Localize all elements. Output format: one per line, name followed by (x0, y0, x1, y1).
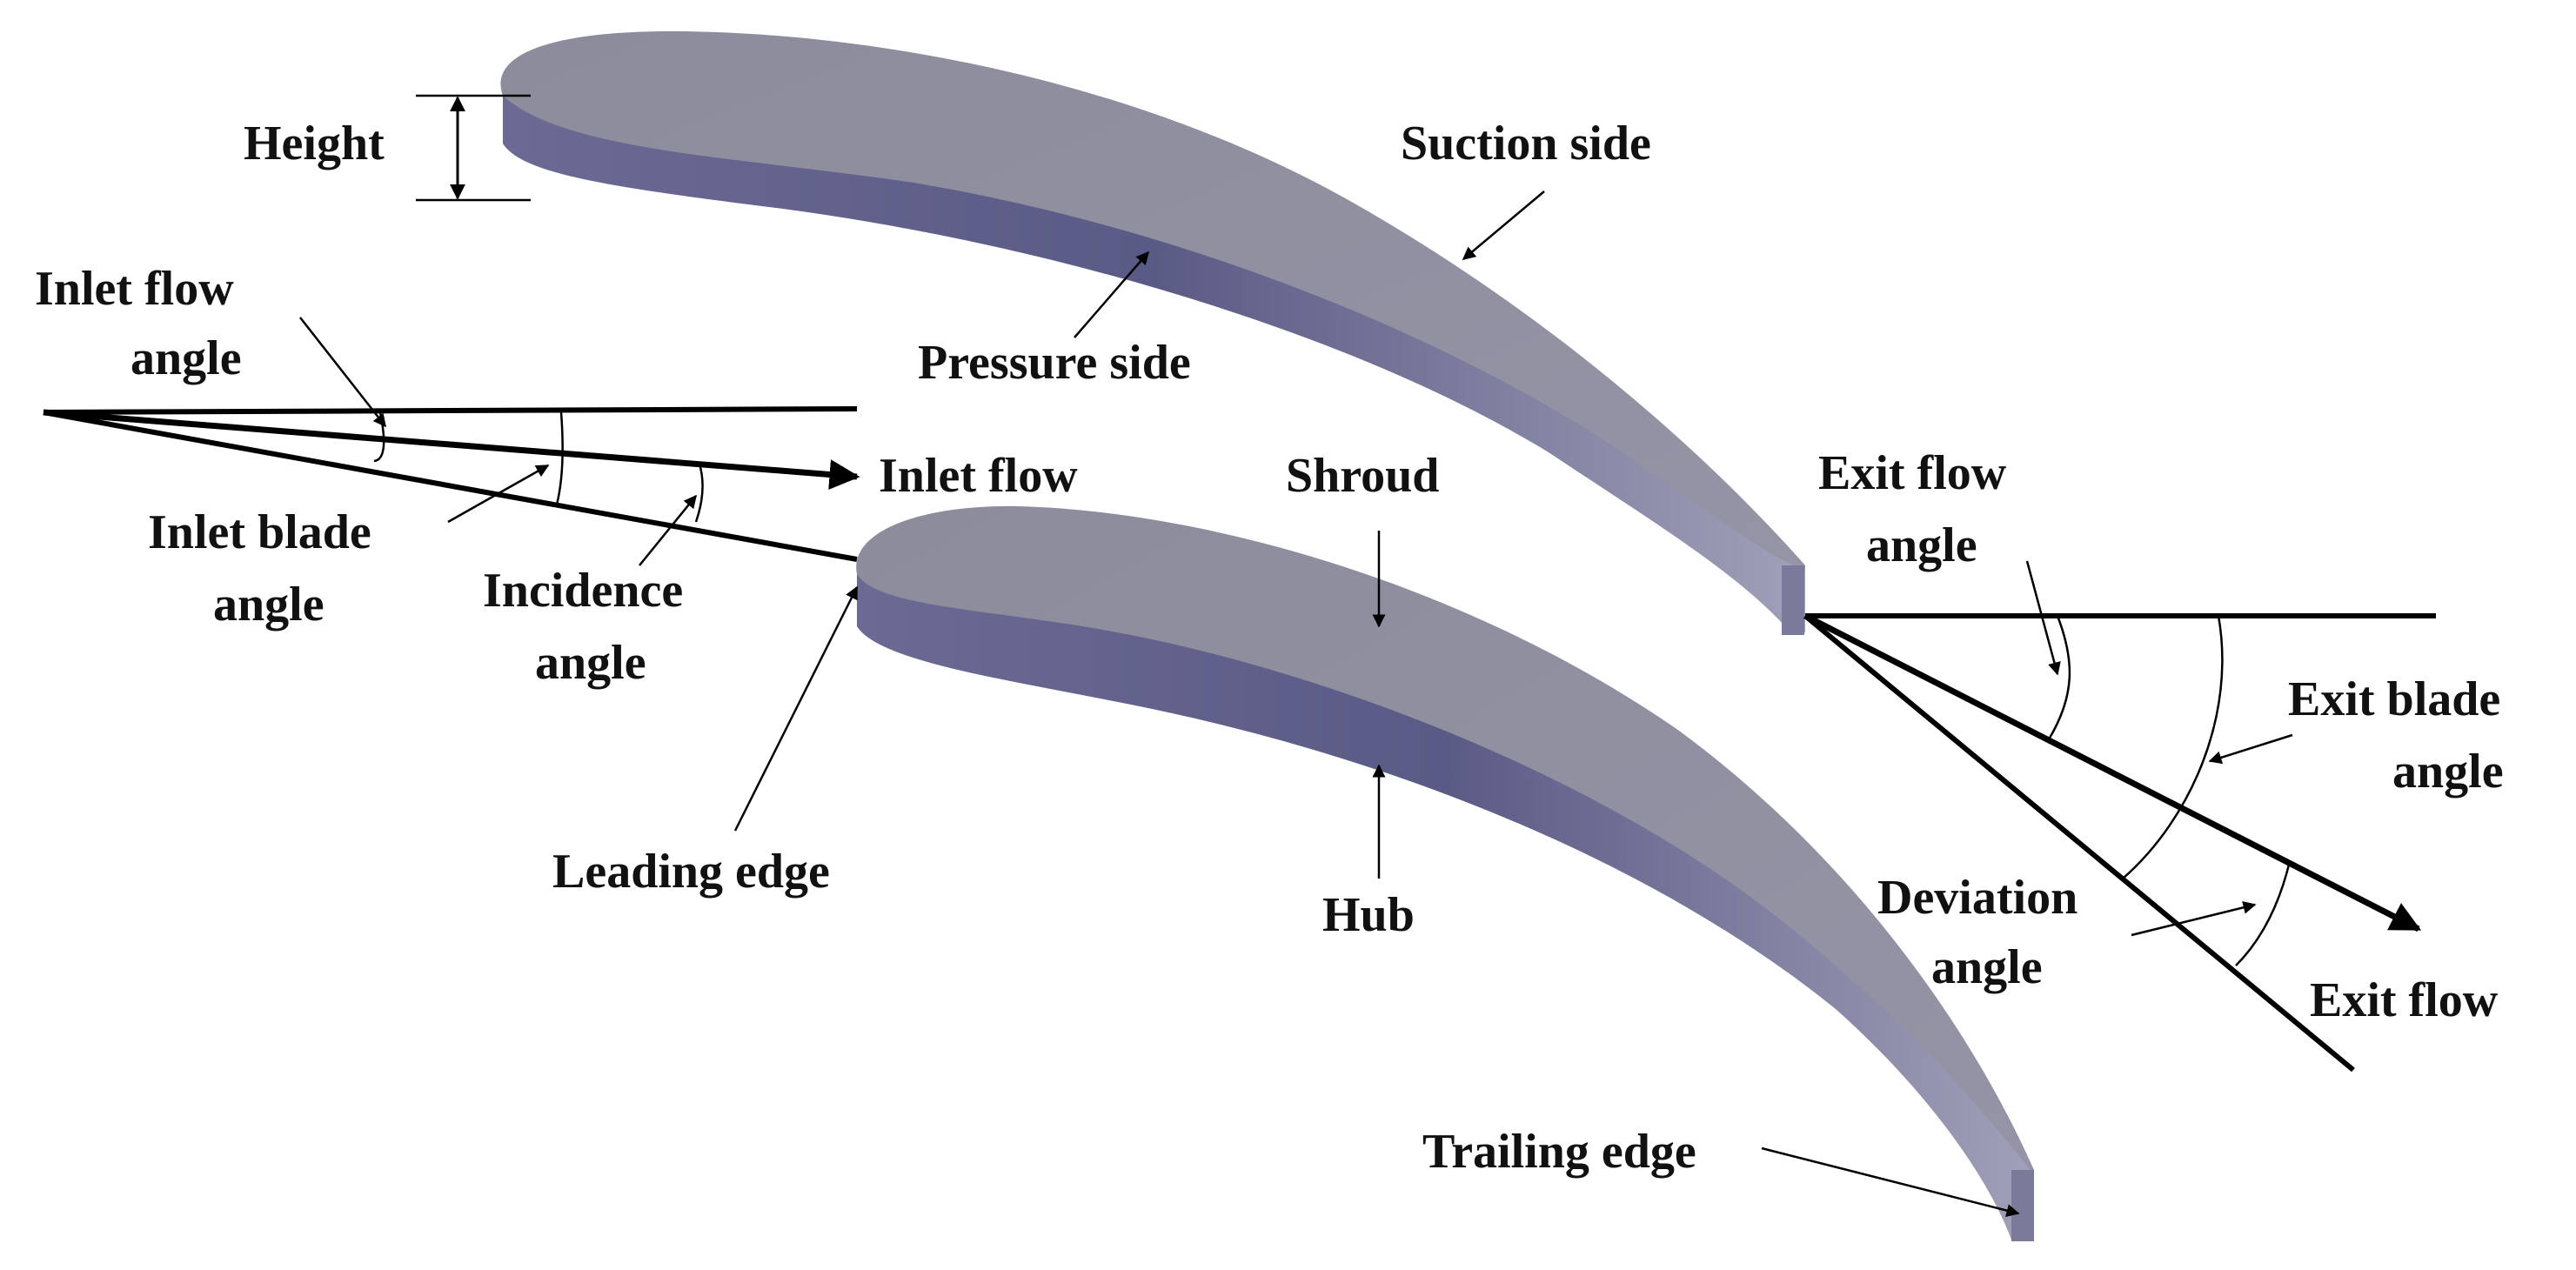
leader-lines (299, 190, 2293, 1217)
label-pressure-side-1: Pressure side (918, 336, 1191, 390)
label-height: Height (244, 117, 385, 170)
label-hub: Hub (1322, 888, 1415, 942)
exit-flow-line (1803, 612, 2422, 932)
label-inlet-blade-angle-2: angle (213, 578, 325, 632)
exit-blade-line (1803, 613, 2355, 1073)
label-exit-flow-angle-2: angle (1866, 518, 1977, 572)
label-exit-blade-angle-2: angle (2392, 745, 2504, 799)
label-inlet-flow-angle-1: Inlet flow (35, 262, 234, 316)
upper-blade (500, 30, 1805, 635)
label-leading-edge: Leading edge (552, 845, 830, 899)
label-inlet-flow-angle-2: angle (130, 331, 242, 385)
lower-blade-top-face (856, 505, 2035, 1174)
lower-blade-side-face (857, 574, 2034, 1240)
inlet-geometry (43, 406, 860, 562)
label-exit-flow-angle-1: Exit flow (1818, 446, 2007, 500)
label-deviation-angle-1: Deviation (1877, 871, 2078, 925)
label-incidence-angle-1: Incidence (483, 564, 683, 618)
label-exit-flow: Exit flow (2310, 973, 2499, 1027)
label-trailing-edge: Trailing edge (1422, 1125, 1696, 1179)
height-dimension (416, 94, 531, 202)
upper-trailing-edge-face (1782, 565, 1804, 635)
inlet-flow-line (43, 409, 860, 490)
exit-geometry (1803, 612, 2436, 1073)
label-exit-blade-angle-1: Exit blade (2288, 672, 2500, 726)
label-inlet-flow: Inlet flow (879, 449, 1078, 503)
inlet-blade-line (43, 410, 858, 562)
upper-blade-side-face (503, 96, 1805, 632)
inlet-reference-line (43, 406, 858, 415)
label-suction-side: Suction side (1401, 117, 1651, 170)
lower-trailing-edge-face (2011, 1170, 2034, 1241)
upper-blade-top-face (500, 30, 1805, 571)
label-inlet-blade-angle-1: Inlet blade (148, 505, 371, 559)
label-deviation-angle-2: angle (1931, 940, 2043, 994)
label-incidence-angle-2: angle (535, 636, 646, 690)
label-shroud: Shroud (1286, 449, 1439, 503)
